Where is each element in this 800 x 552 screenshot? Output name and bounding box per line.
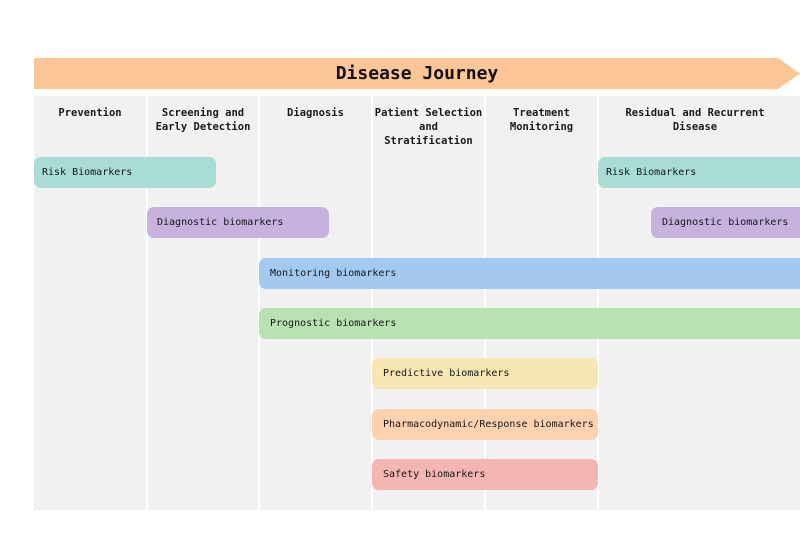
stage-header-screening: Screening and Early Detection <box>155 107 251 133</box>
risk-biomarkers-recurrent-bar: Risk Biomarkers <box>598 157 800 188</box>
stage-header-diagnosis: Diagnosis <box>287 107 344 119</box>
stage-header-patient-selection: Patient Selection and Stratification <box>374 107 483 147</box>
diagnostic-biomarkers-recurrent-bar: Diagnostic biomarkers <box>651 207 800 238</box>
diagnostic-biomarkers-bar: Diagnostic biomarkers <box>147 207 329 238</box>
column-divider <box>597 96 599 510</box>
column-divider <box>146 96 148 510</box>
diagram-title: Disease Journey <box>335 63 499 84</box>
stage-header-treatment-monitoring: Treatment Monitoring <box>509 107 574 133</box>
risk-biomarkers-bar: Risk Biomarkers <box>34 157 216 188</box>
stage-header-prevention: Prevention <box>58 107 122 119</box>
predictive-biomarkers-bar: Predictive biomarkers <box>372 358 598 389</box>
column-divider <box>484 96 486 510</box>
monitoring-biomarkers-bar: Monitoring biomarkers <box>259 258 800 289</box>
safety-biomarkers-bar: Safety biomarkers <box>372 459 598 490</box>
disease-journey-arrow <box>34 58 800 89</box>
prognostic-biomarkers-bar: Prognostic biomarkers <box>259 308 800 339</box>
column-divider <box>258 96 260 510</box>
pharmacodynamic-response-biomarkers-bar: Pharmacodynamic/Response biomarkers <box>372 409 598 440</box>
stage-header-residual-recurrent: Residual and Recurrent Disease <box>625 107 765 133</box>
column-divider <box>371 96 373 510</box>
